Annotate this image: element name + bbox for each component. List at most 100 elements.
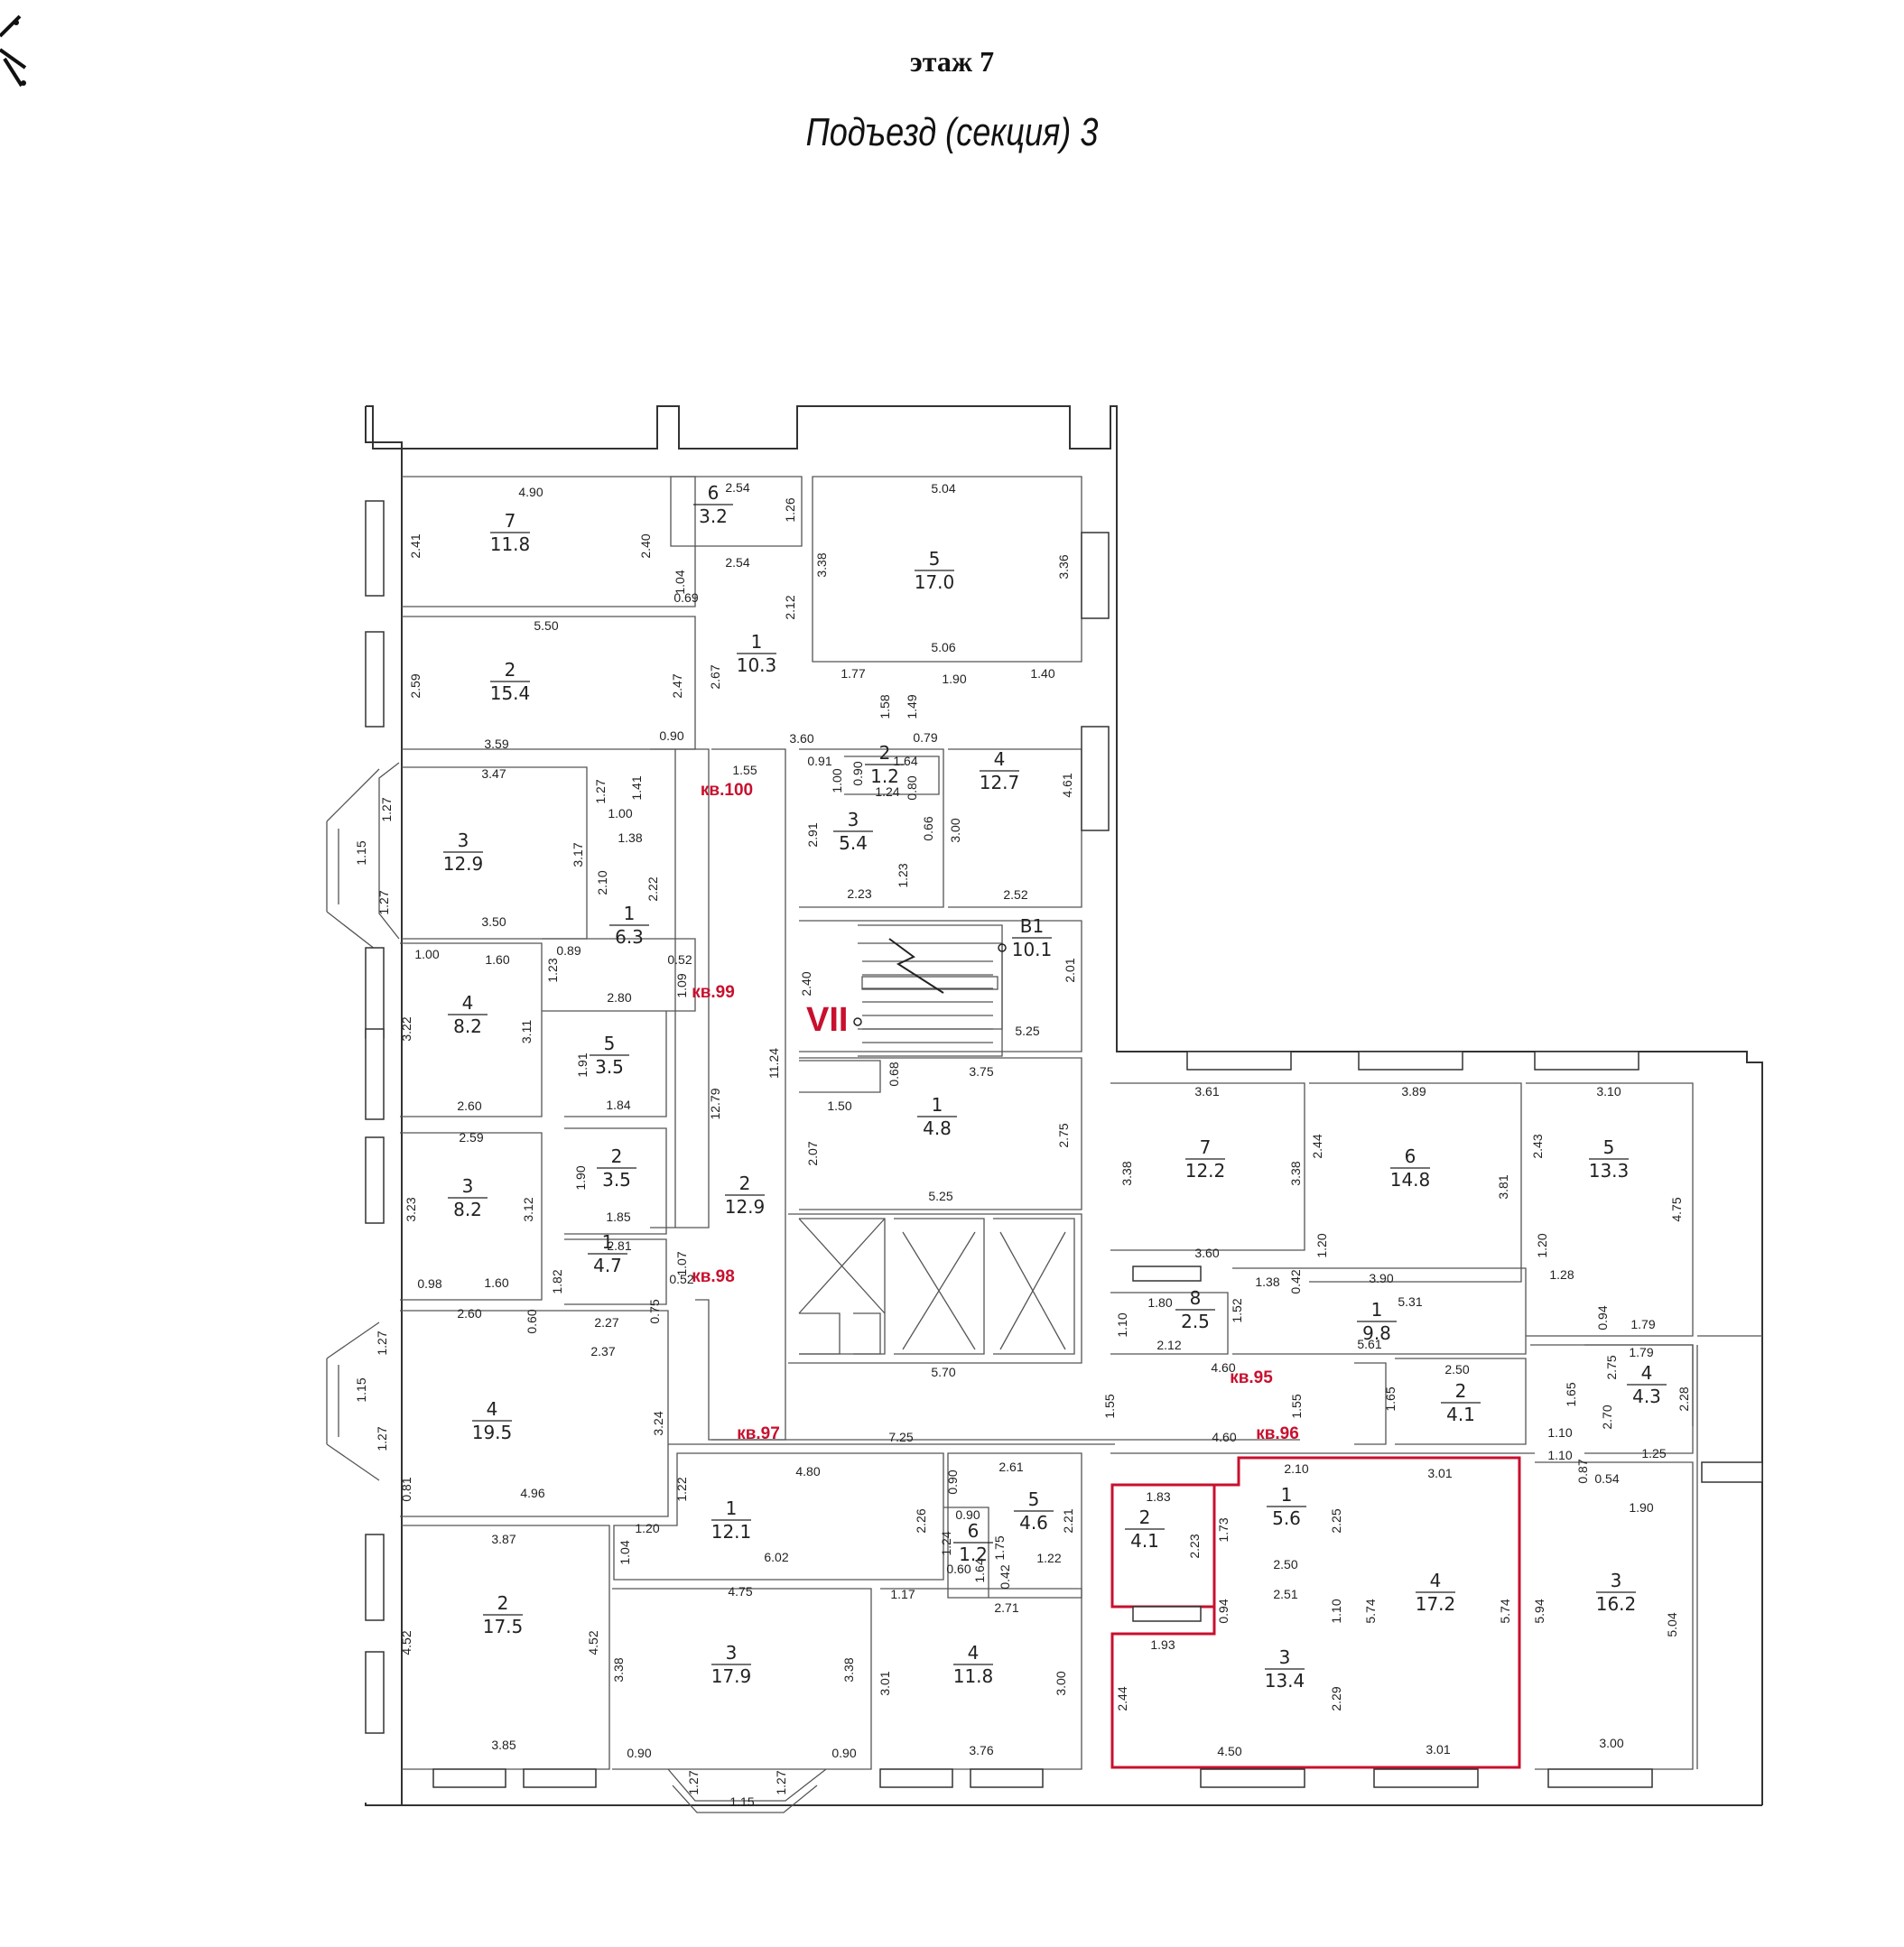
dimension-label: 2.70	[1600, 1405, 1614, 1429]
dimension-label: 4.52	[399, 1630, 413, 1655]
dimension-label: 1.41	[629, 775, 644, 800]
dimension-label: 1.82	[550, 1269, 564, 1293]
dimension-label: 1.55	[1289, 1394, 1304, 1418]
dimension-label: 1.00	[414, 947, 439, 961]
north-arrow-icon	[0, 14, 27, 88]
dimension-label: 1.00	[608, 806, 632, 821]
room-area: 17.2	[1416, 1593, 1456, 1615]
room-label-kv95-3: 316.2	[1596, 1570, 1637, 1615]
room-area: 17.0	[915, 571, 955, 593]
dimension-label: 1.91	[575, 1052, 590, 1077]
dimension-label: 2.25	[1329, 1508, 1343, 1533]
room-area: 8.2	[453, 1199, 482, 1220]
room-number: 5	[1028, 1488, 1040, 1510]
dimension-label: 3.76	[969, 1743, 993, 1757]
dimension-label: 5.04	[931, 481, 955, 496]
room-label-kv98-1: 14.7	[588, 1231, 627, 1276]
dimension-label: 1.65	[1564, 1382, 1578, 1406]
room-number: 6	[968, 1520, 980, 1542]
dimension-label: 1.64	[893, 754, 917, 768]
dimension-label: 1.40	[1030, 666, 1054, 681]
room-label-kv95-2: 24.1	[1441, 1380, 1481, 1425]
dimension-label: 3.01	[878, 1671, 892, 1695]
room-number: 5	[929, 548, 941, 570]
dimension-label: 4.50	[1217, 1744, 1241, 1758]
dimension-label: 2.40	[638, 533, 653, 558]
dimension-label: 4.75	[728, 1584, 752, 1599]
room-number: 2	[1139, 1507, 1151, 1528]
dimension-label: 1.27	[593, 779, 608, 803]
room-number: 1	[602, 1231, 614, 1253]
room-area: 8.2	[453, 1015, 482, 1037]
dimension-label: 1.90	[1629, 1500, 1653, 1515]
dimension-label: 1.24	[939, 1531, 953, 1555]
dimension-label: 0.87	[1575, 1459, 1590, 1483]
dimension-label: 5.31	[1398, 1294, 1422, 1309]
dimension-label: 1.73	[1216, 1517, 1231, 1542]
section-title: Подъезд (секция) 3	[805, 110, 1099, 154]
dimension-label: 2.52	[1003, 887, 1027, 902]
room-label-kv97-2: 217.5	[483, 1592, 524, 1637]
dimension-label: 3.11	[519, 1020, 534, 1043]
dimension-label: 2.80	[607, 990, 631, 1005]
room-label-kv95-7: 712.2	[1185, 1136, 1226, 1182]
room-area: 13.3	[1589, 1160, 1630, 1182]
dimension-label: 1.23	[545, 958, 560, 982]
dimension-label: 1.84	[606, 1098, 630, 1112]
dimension-label: 0.90	[945, 1470, 960, 1494]
dimension-label: 1.27	[774, 1770, 788, 1794]
room-area: 1.2	[959, 1544, 988, 1565]
dimension-label: 3.01	[1426, 1742, 1450, 1757]
dimension-label: 0.52	[669, 1272, 693, 1286]
dimension-label: 0.79	[913, 730, 937, 745]
room-label-kv100-7: 711.8	[490, 510, 531, 555]
dimension-label: 0.94	[1595, 1305, 1610, 1330]
dimension-label: 3.61	[1194, 1084, 1219, 1099]
dimension-label: 0.68	[887, 1062, 901, 1086]
dimension-label: 3.38	[1288, 1161, 1303, 1185]
room-area: 12.7	[980, 772, 1020, 793]
dimension-label: 12.79	[708, 1088, 722, 1119]
room-label-kv100-4: 412.7	[980, 748, 1020, 793]
dimension-label: 3.47	[481, 766, 506, 781]
room-label-kv97-3: 317.9	[711, 1642, 752, 1687]
room-label-kv97-4: 411.8	[953, 1642, 994, 1687]
room-number: 6	[708, 482, 720, 504]
dimension-label: 2.12	[783, 595, 797, 619]
room-label-kv96-4: 417.2	[1416, 1570, 1456, 1615]
room-area: 12.9	[443, 853, 484, 875]
dimension-label: 3.60	[789, 731, 813, 746]
dimension-label: 1.10	[1329, 1599, 1343, 1623]
room-area: 3.5	[595, 1056, 624, 1078]
room-number: 1	[932, 1094, 943, 1116]
room-number: 2	[497, 1592, 509, 1614]
room-area: 2.5	[1181, 1311, 1210, 1332]
room-area: 3.2	[699, 505, 728, 527]
room-area: 11.8	[953, 1665, 994, 1687]
dimension-label: 3.87	[491, 1532, 515, 1546]
room-label-kv97-6: 61.2	[953, 1520, 993, 1565]
dimension-label: 1.38	[1255, 1275, 1279, 1289]
staircase-icon	[853, 938, 1007, 1057]
room-number: 8	[1190, 1287, 1202, 1309]
dimension-label: 1.75	[992, 1535, 1007, 1560]
room-number: 4	[487, 1398, 498, 1420]
room-area: 13.4	[1265, 1670, 1305, 1692]
dimension-label: 2.50	[1444, 1362, 1469, 1377]
room-area: 4.1	[1130, 1530, 1159, 1552]
dimension-label: 5.74	[1498, 1599, 1512, 1623]
room-label-kv96-2: 24.1	[1125, 1507, 1165, 1552]
dimension-label: 2.47	[670, 673, 684, 698]
room-number: 1	[624, 903, 636, 924]
room-label-kv95-8: 82.5	[1175, 1287, 1215, 1332]
dimension-label: 3.90	[1369, 1271, 1393, 1285]
dimension-label: 0.81	[399, 1477, 413, 1501]
floor-title: этаж 7	[909, 45, 995, 78]
room-label-hall-1: 14.8	[917, 1094, 957, 1139]
room-area: 9.8	[1362, 1322, 1391, 1344]
dimension-label: 2.41	[408, 533, 423, 558]
room-number: 1	[726, 1497, 738, 1519]
dimension-label: 3.10	[1596, 1084, 1621, 1099]
